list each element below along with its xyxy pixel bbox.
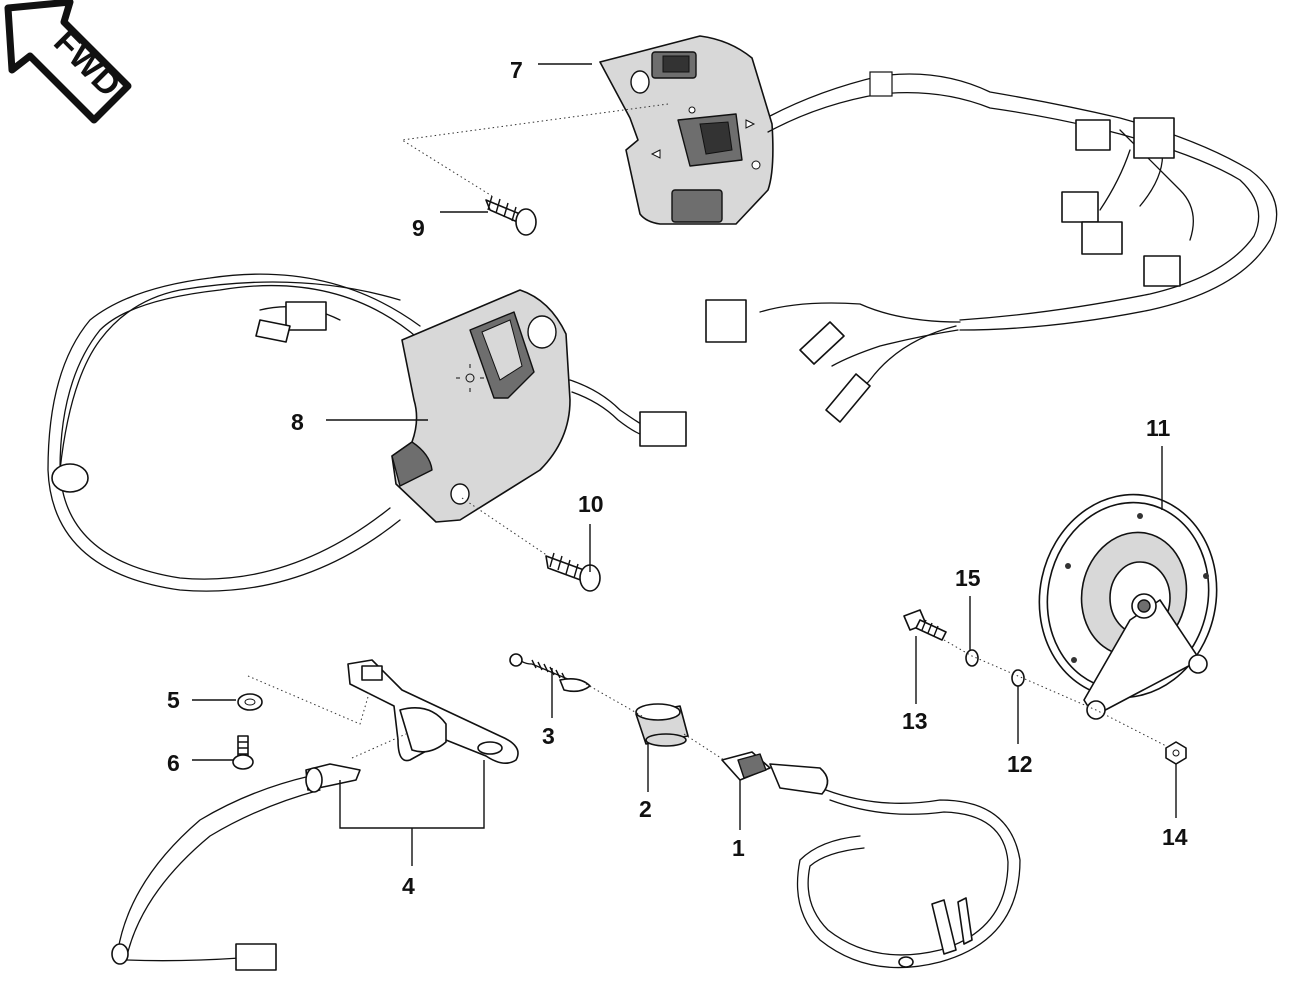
callout-13: 13 [902,708,928,734]
callout-12: 12 [1007,751,1033,777]
bracket-4 [347,659,519,764]
callout-15: 15 [955,565,981,591]
callout-labels: 1 2 3 4 5 6 7 8 9 10 11 12 13 14 15 [167,57,1188,899]
right-switch-housing [599,35,774,225]
left-switch-housing [47,273,687,592]
brake-switch-1 [721,751,1021,969]
lock-washer-15 [965,649,979,667]
right-wiring-harness [705,71,1278,423]
callout-4: 4 [402,873,415,899]
leader-lines [192,63,1177,866]
screw-10 [545,552,601,592]
screw-9 [485,195,537,236]
callout-11: 11 [1146,415,1171,441]
callout-8: 8 [291,409,304,435]
callout-14: 14 [1162,824,1188,850]
callout-5: 5 [167,687,180,713]
screw-6 [232,735,254,770]
spring-3 [509,653,591,693]
alignment-lines [247,103,1171,761]
callout-1: 1 [732,835,745,861]
callout-10: 10 [578,491,604,517]
bolt-13 [903,609,947,641]
horn-11 [1038,493,1218,720]
lock-washer-5 [237,693,263,711]
sensor-switch-4 [111,763,361,971]
callout-6: 6 [167,750,180,776]
callout-9: 9 [412,215,425,241]
fwd-arrow-icon: FWD [4,0,132,124]
bushing-2 [635,703,689,747]
callout-3: 3 [542,723,555,749]
nut-14 [1165,741,1187,765]
washer-12 [1011,669,1025,687]
callout-2: 2 [639,796,652,822]
callout-7: 7 [510,57,523,83]
